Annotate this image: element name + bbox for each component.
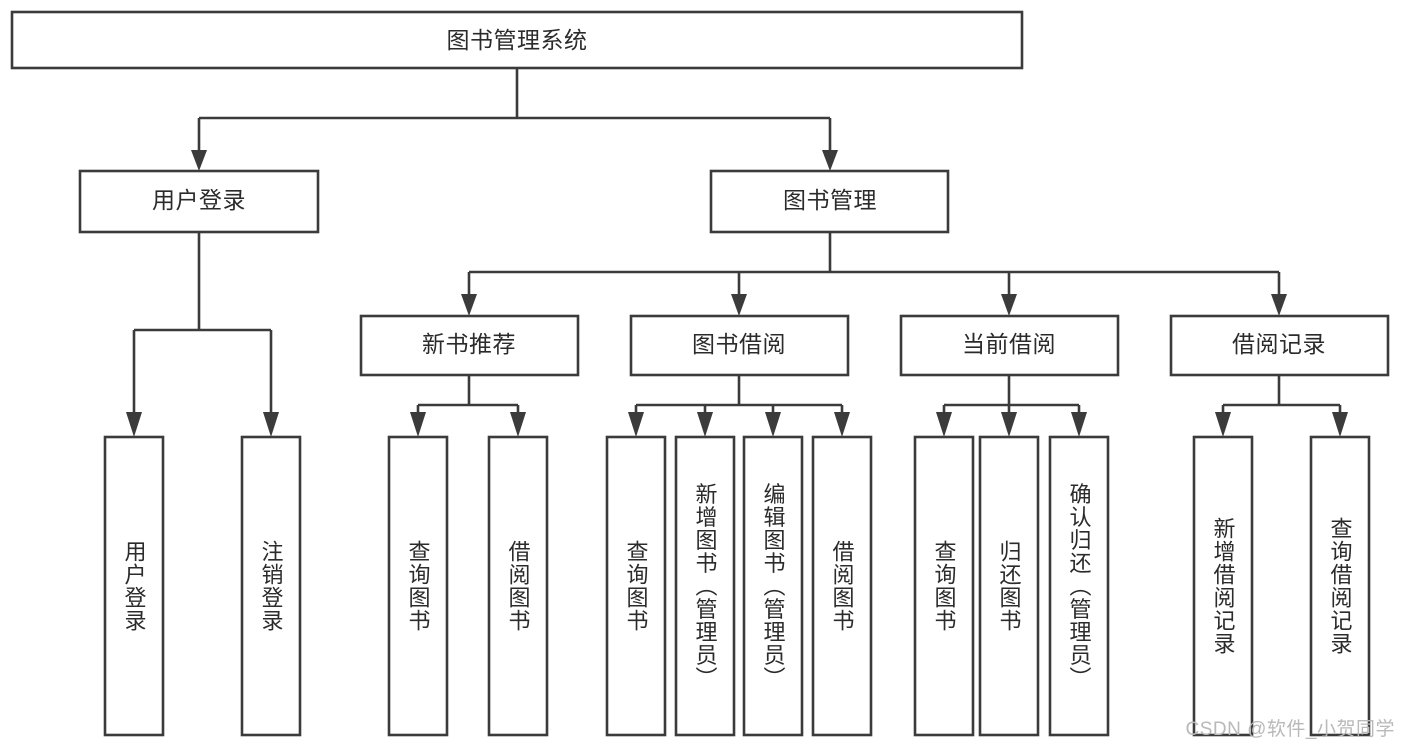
node-label-leaf-user-login: 用户登录 [122, 540, 147, 632]
node-label-leaf-confirm-return: 确认归还（管理员） [1067, 483, 1092, 690]
node-leaf-logout-login[interactable]: 注销登录 [240, 435, 302, 737]
node-leaf-query-record[interactable]: 查询借阅记录 [1309, 435, 1371, 737]
node-box-leaf-return-books[interactable] [978, 435, 1040, 737]
arrowhead-leaf-query-books-a [410, 412, 426, 437]
arrowhead-leaf-query-books-c [936, 412, 952, 437]
node-leaf-edit-book[interactable]: 编辑图书（管理员） [742, 435, 804, 737]
node-label-leaf-borrow-books-b: 借阅图书 [830, 540, 855, 632]
node-label-leaf-logout-login: 注销登录 [259, 540, 284, 632]
node-box-leaf-add-record[interactable] [1192, 435, 1254, 737]
node-box-leaf-edit-book[interactable] [742, 435, 804, 737]
arrowhead-leaf-query-books-b [628, 412, 644, 437]
node-label-root: 图书管理系统 [447, 27, 588, 53]
node-label-leaf-edit-book: 编辑图书（管理员） [761, 483, 786, 690]
node-current-borrow[interactable]: 当前借阅 [899, 314, 1120, 377]
node-book-management[interactable]: 图书管理 [709, 169, 950, 234]
node-box-borrow-record[interactable] [1169, 314, 1390, 377]
arrowhead-leaf-add-book [697, 412, 713, 437]
node-leaf-add-book[interactable]: 新增图书（管理员） [674, 435, 736, 737]
node-box-new-book-recommend[interactable] [359, 314, 580, 377]
arrowhead-leaf-borrow-books-a [510, 412, 526, 437]
node-label-leaf-add-book: 新增图书（管理员） [693, 483, 718, 690]
node-label-leaf-query-record: 查询借阅记录 [1328, 517, 1353, 655]
arrowhead-leaf-user-login [126, 412, 142, 437]
node-label-book-management: 图书管理 [783, 187, 877, 213]
node-borrow-record[interactable]: 借阅记录 [1169, 314, 1390, 377]
node-label-current-borrow: 当前借阅 [962, 331, 1056, 357]
arrowhead-leaf-add-record [1215, 412, 1231, 437]
arrowhead-current-borrow [1001, 294, 1017, 316]
node-box-root[interactable] [10, 10, 1024, 70]
arrowhead-borrow-record [1271, 294, 1287, 316]
arrowhead-leaf-return-books [1001, 412, 1017, 437]
node-label-new-book-recommend: 新书推荐 [422, 331, 516, 357]
node-label-leaf-query-books-a: 查询图书 [406, 540, 431, 632]
arrowhead-leaf-borrow-books-b [834, 412, 850, 437]
arrowhead-new-book-recommend [461, 294, 477, 316]
node-box-current-borrow[interactable] [899, 314, 1120, 377]
node-leaf-return-books[interactable]: 归还图书 [978, 435, 1040, 737]
node-new-book-recommend[interactable]: 新书推荐 [359, 314, 580, 377]
node-box-leaf-borrow-books-b[interactable] [811, 435, 873, 737]
node-box-leaf-query-books-a[interactable] [387, 435, 449, 737]
node-book-borrow[interactable]: 图书借阅 [629, 314, 850, 377]
node-box-user-login[interactable] [78, 169, 320, 234]
node-leaf-borrow-books-a[interactable]: 借阅图书 [487, 435, 549, 737]
arrowhead-leaf-logout-login [263, 412, 279, 437]
node-leaf-confirm-return[interactable]: 确认归还（管理员） [1048, 435, 1110, 737]
node-user-login[interactable]: 用户登录 [78, 169, 320, 234]
node-leaf-query-books-a[interactable]: 查询图书 [387, 435, 449, 737]
node-box-leaf-confirm-return[interactable] [1048, 435, 1110, 737]
node-leaf-user-login[interactable]: 用户登录 [103, 435, 165, 737]
node-box-leaf-query-books-c[interactable] [913, 435, 975, 737]
node-box-book-management[interactable] [709, 169, 950, 234]
arrowhead-leaf-edit-book [765, 412, 781, 437]
node-box-leaf-user-login[interactable] [103, 435, 165, 737]
arrowhead-leaf-query-record [1332, 412, 1348, 437]
node-box-leaf-borrow-books-a[interactable] [487, 435, 549, 737]
arrowhead-leaf-confirm-return [1071, 412, 1087, 437]
node-box-leaf-query-record[interactable] [1309, 435, 1371, 737]
node-label-leaf-return-books: 归还图书 [997, 540, 1022, 632]
arrowhead-user-login [191, 150, 207, 171]
node-box-leaf-add-book[interactable] [674, 435, 736, 737]
arrowhead-book-borrow [731, 294, 747, 316]
node-leaf-query-books-b[interactable]: 查询图书 [605, 435, 667, 737]
arrowhead-book-management [822, 150, 838, 171]
node-leaf-query-books-c[interactable]: 查询图书 [913, 435, 975, 737]
node-label-leaf-borrow-books-a: 借阅图书 [506, 540, 531, 632]
node-box-leaf-query-books-b[interactable] [605, 435, 667, 737]
connector-layer [126, 68, 1348, 437]
node-label-leaf-query-books-c: 查询图书 [932, 540, 957, 632]
node-label-user-login: 用户登录 [152, 187, 246, 213]
node-leaf-borrow-books-b[interactable]: 借阅图书 [811, 435, 873, 737]
node-root-system[interactable]: 图书管理系统 [10, 10, 1024, 70]
node-label-borrow-record: 借阅记录 [1232, 331, 1326, 357]
node-leaf-add-record[interactable]: 新增借阅记录 [1192, 435, 1254, 737]
node-label-book-borrow: 图书借阅 [692, 331, 786, 357]
node-label-leaf-query-books-b: 查询图书 [624, 540, 649, 632]
node-box-leaf-logout-login[interactable] [240, 435, 302, 737]
csdn-watermark: CSDN @软件_小贺同学 [1185, 719, 1395, 740]
node-label-leaf-add-record: 新增借阅记录 [1211, 517, 1236, 655]
node-box-book-borrow[interactable] [629, 314, 850, 377]
